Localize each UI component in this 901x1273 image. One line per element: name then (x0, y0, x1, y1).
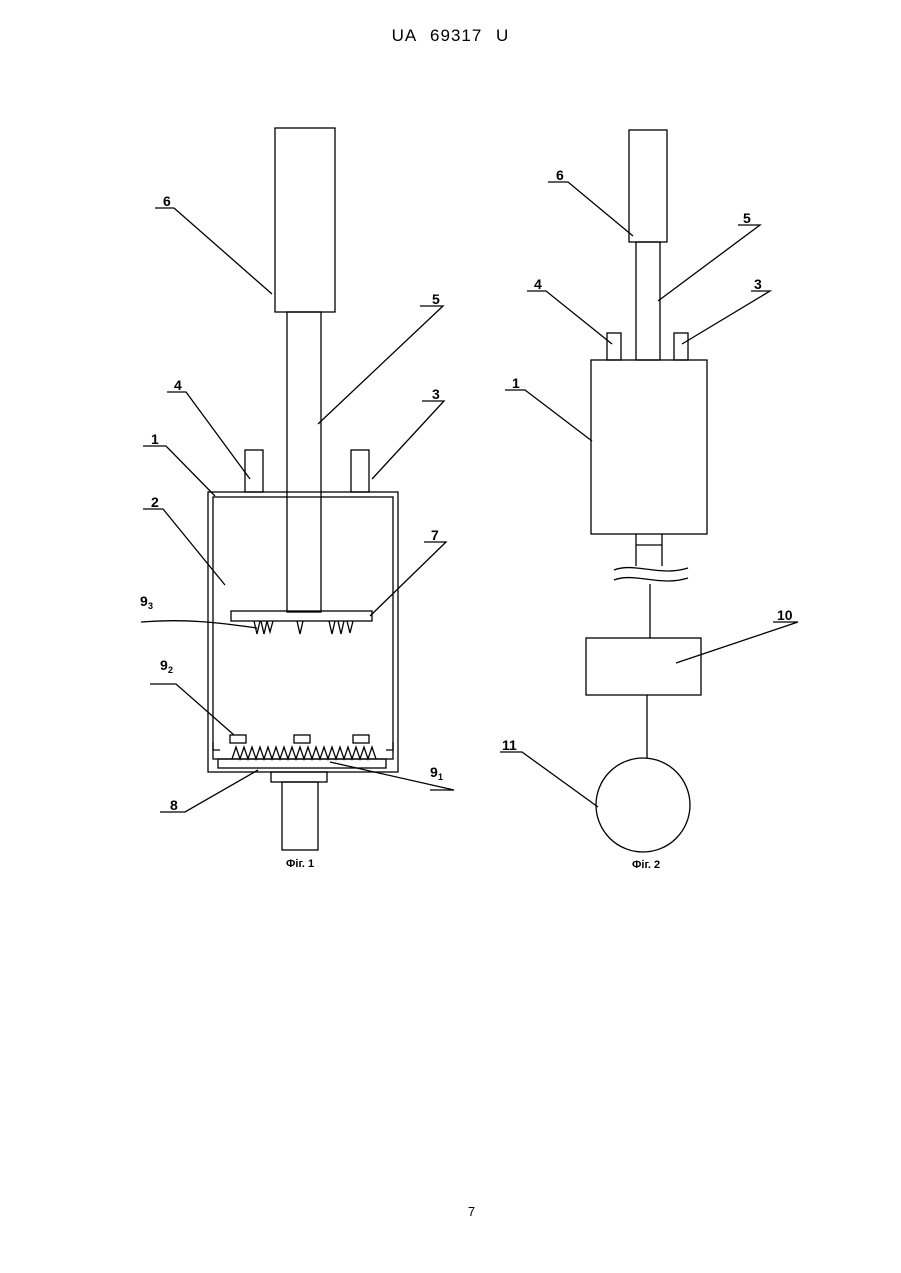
fig1-label-5: 5 (432, 291, 440, 307)
fig1-label-7: 7 (431, 527, 439, 543)
fig1-plate-8 (218, 759, 386, 768)
fig2-pipe-3 (674, 333, 688, 360)
fig1-blocks-9-2 (230, 735, 369, 743)
fig1-label-6: 6 (163, 193, 171, 209)
fig1-label-8: 8 (170, 797, 178, 813)
fig2-outlet-pipe (636, 534, 662, 566)
fig2-housing (591, 360, 707, 534)
fig2-shaft (636, 242, 660, 360)
fig2-circle-11 (596, 758, 690, 852)
fig2-label-10: 10 (777, 607, 793, 623)
fig2-label-5: 5 (743, 210, 751, 226)
fig1-label-9-1-sub: 1 (438, 772, 443, 782)
fig1-motor (275, 128, 335, 312)
fig1-label-9-3-sub: 3 (148, 601, 153, 611)
fig1-caption: Фіг. 1 (286, 858, 314, 870)
fig2-pipe-4 (607, 333, 621, 360)
fig2-motor (629, 130, 667, 242)
fig1-label-9-2-sub: 2 (168, 665, 173, 675)
fig1-label-3: 3 (432, 386, 440, 402)
fig1-outlet (271, 772, 327, 782)
page-number: 7 (0, 1204, 901, 1219)
fig1-label-9-1: 9 (430, 764, 438, 780)
fig2-label-3: 3 (754, 276, 762, 292)
fig1-shaft (287, 312, 321, 612)
fig1-housing-outer (208, 492, 398, 772)
fig1-housing-inner (213, 497, 393, 759)
fig1-label-9-2: 9 (160, 657, 168, 673)
fig2-caption: Фіг. 2 (632, 859, 660, 871)
fig1-label-1: 1 (151, 431, 159, 447)
fig1-label-2: 2 (151, 494, 159, 510)
fig2-block-10 (586, 638, 701, 695)
fig2-label-6: 6 (556, 167, 564, 183)
fig2-label-11: 11 (502, 737, 517, 753)
fig1-outlet-pipe (282, 782, 318, 850)
fig2-break-lines (614, 568, 688, 581)
figure-1 (141, 128, 454, 850)
fig1-pipe-3 (351, 450, 369, 492)
fig1-label-4: 4 (174, 377, 182, 393)
fig1-teeth-9-1 (232, 747, 376, 759)
figure-2 (500, 130, 798, 852)
fig2-labels: 6 5 4 3 1 10 11 Фіг. 2 (502, 167, 793, 871)
fig2-label-4: 4 (534, 276, 542, 292)
fig1-teeth-9-3 (254, 621, 353, 634)
fig2-label-1: 1 (512, 375, 520, 391)
fig1-pipe-4 (245, 450, 263, 492)
fig1-label-9-3: 9 (140, 593, 148, 609)
